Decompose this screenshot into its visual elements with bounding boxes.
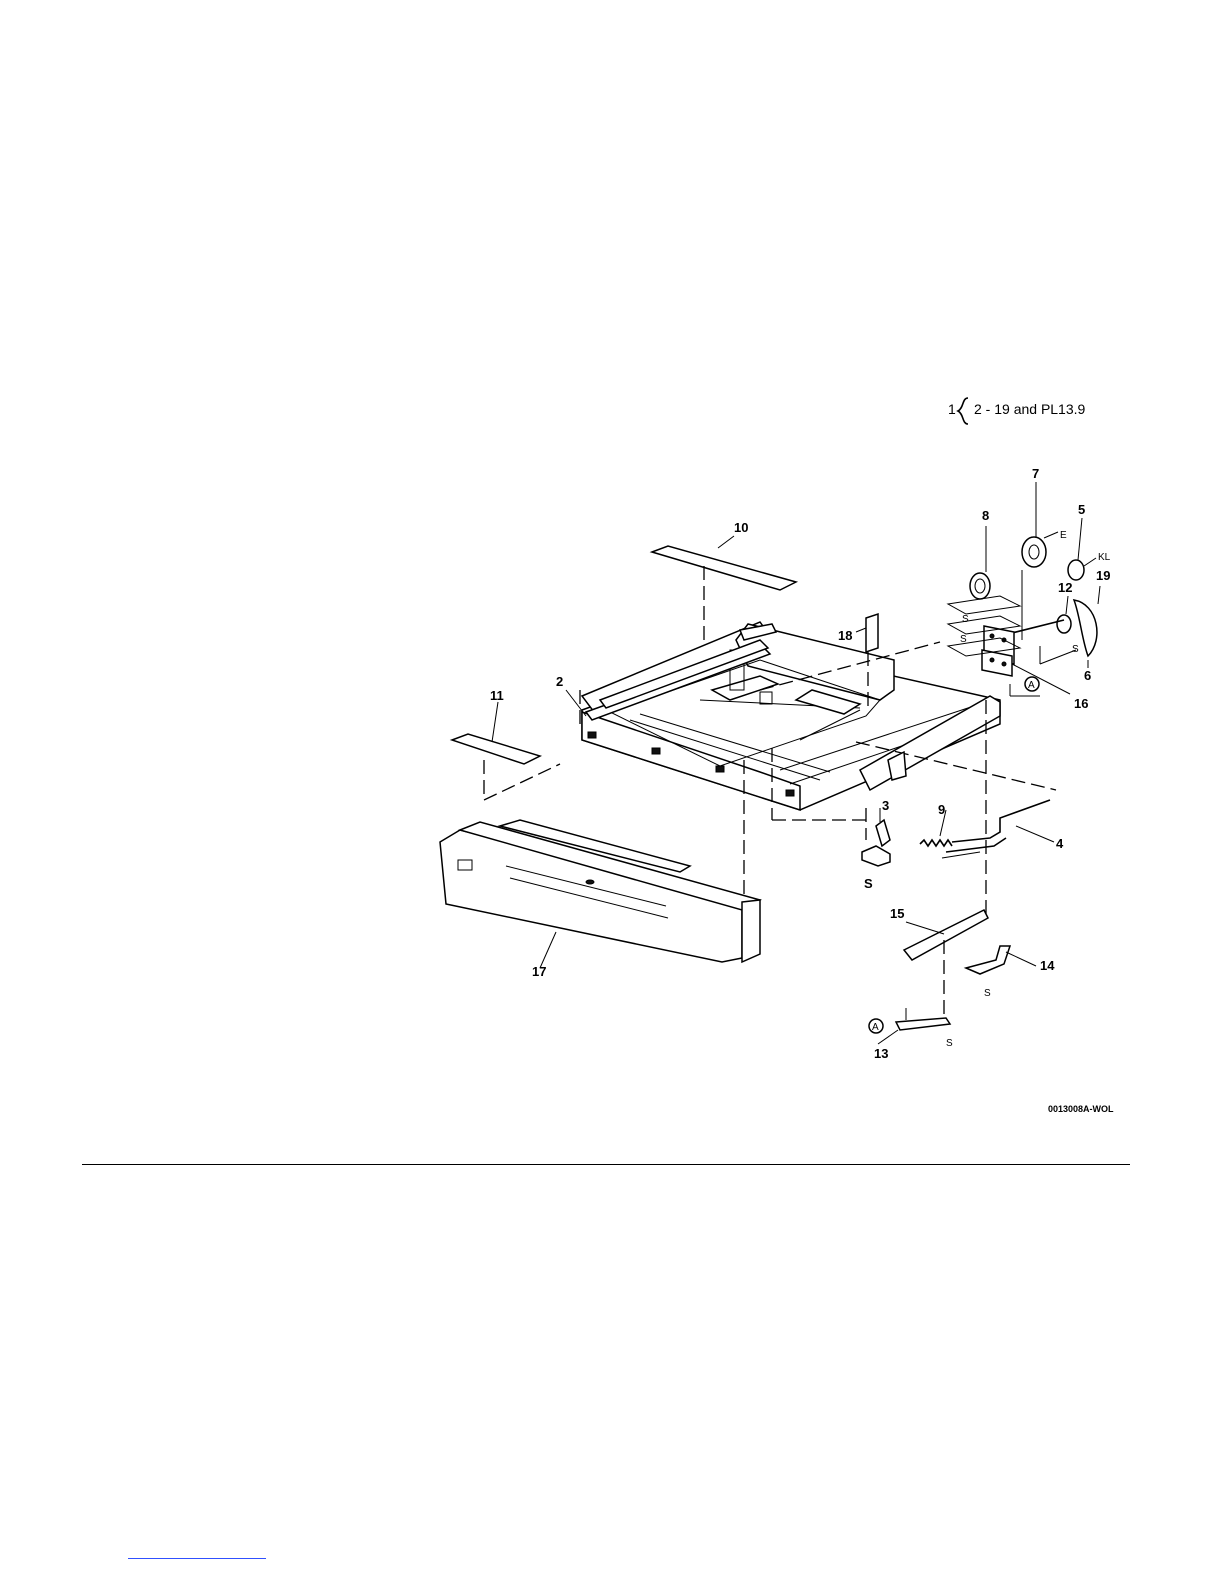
part-5-gear [1068, 518, 1096, 580]
footer-link-underline [128, 1558, 266, 1559]
callout-10: 10 [734, 520, 748, 535]
callout-17: 17 [532, 964, 546, 979]
drawing-code: 0013008A-WOL [1048, 1104, 1114, 1114]
part-12-bushing [1000, 596, 1071, 636]
part-17-front-cover [440, 820, 760, 968]
marker-s-middle: S [960, 634, 967, 645]
part-7-gear [1022, 482, 1058, 567]
part-6-cover [1074, 586, 1100, 668]
part-13-lever [878, 1008, 950, 1044]
callout-6: 6 [1084, 668, 1091, 683]
part-11-strip [452, 702, 560, 800]
marker-a-upper: A [1028, 680, 1035, 691]
marker-s-lever: S [946, 1038, 953, 1049]
callout-9: 9 [938, 802, 945, 817]
callout-2: 2 [556, 674, 563, 689]
part-8-gear [970, 526, 990, 599]
marker-s-link: S [984, 988, 991, 999]
marker-s-upper: S [962, 614, 969, 625]
callout-14: 14 [1040, 958, 1055, 973]
marker-kl: KL [1098, 552, 1111, 563]
callout-12: 12 [1058, 580, 1072, 595]
callout-19: 19 [1096, 568, 1110, 583]
callout-3: 3 [882, 798, 889, 813]
marker-a-lower: A [872, 1022, 879, 1033]
legend-range: 2 - 19 and PL13.9 [974, 401, 1086, 417]
callout-8: 8 [982, 508, 989, 523]
page-divider [82, 1164, 1130, 1165]
callout-18: 18 [838, 628, 852, 643]
callout-16: 16 [1074, 696, 1088, 711]
callout-13: 13 [874, 1046, 888, 1061]
callout-15: 15 [890, 906, 904, 921]
marker-s-bracket: S [864, 876, 873, 891]
parts-legend: 1 2 - 19 and PL13.9 [948, 398, 1086, 424]
part-14-link [966, 946, 1036, 974]
callout-7: 7 [1032, 466, 1039, 481]
legend-brace [958, 398, 968, 424]
marker-e: E [1060, 530, 1067, 541]
callout-4: 4 [1056, 836, 1064, 851]
callout-5: 5 [1078, 502, 1085, 517]
callout-11: 11 [490, 688, 504, 703]
legend-parent: 1 [948, 401, 956, 417]
marker-s-right: S [1072, 644, 1079, 655]
